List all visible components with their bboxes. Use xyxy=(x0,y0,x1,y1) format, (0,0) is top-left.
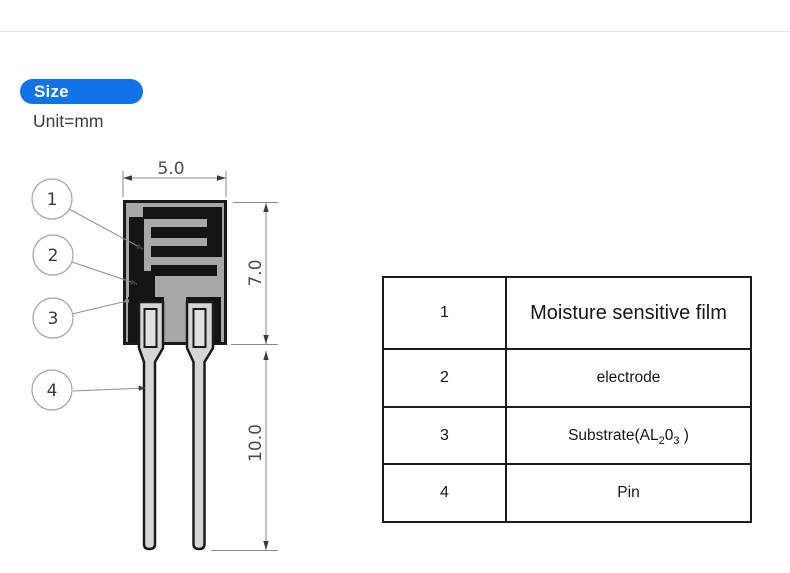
part-number-cell: 2 xyxy=(382,348,507,408)
pin-length-dimension-label: 10.0 xyxy=(246,424,266,462)
dimension-pin-length: 10.0 xyxy=(211,351,278,551)
callout-3: 3 xyxy=(32,297,74,339)
part-name-cell: Pin xyxy=(505,463,752,523)
table-row: 1 Moisture sensitive film xyxy=(382,275,752,351)
callout-3-number: 3 xyxy=(48,309,59,329)
part-number-cell: 4 xyxy=(382,463,507,523)
pin-left xyxy=(137,300,165,551)
callout-leaders xyxy=(68,208,146,392)
part-name-cell: electrode xyxy=(505,348,752,408)
callout-2-number: 2 xyxy=(48,246,59,266)
sensor-dimension-drawing: 5.0 7.0 10.0 1 xyxy=(31,159,278,551)
dimension-height: 7.0 xyxy=(231,202,278,345)
part-name-cell: Moisture sensitive film xyxy=(505,275,752,351)
callout-2: 2 xyxy=(32,234,74,276)
callout-4: 4 xyxy=(31,369,73,411)
parts-table: 1 Moisture sensitive film 2 electrode 3 … xyxy=(382,275,752,523)
part-number-cell: 1 xyxy=(382,275,507,351)
part-number-cell: 3 xyxy=(382,405,507,466)
callout-4-number: 4 xyxy=(47,381,58,401)
table-row: 2 electrode xyxy=(382,348,752,408)
sensor-body xyxy=(123,200,227,551)
width-dimension-label: 5.0 xyxy=(157,159,184,179)
size-badge: Size xyxy=(20,79,143,104)
unit-label: Unit=mm xyxy=(33,111,104,131)
callout-1: 1 xyxy=(31,178,73,220)
part-name-cell: Substrate(AL203 ) xyxy=(505,405,752,466)
height-dimension-label: 7.0 xyxy=(246,259,266,286)
table-row: 4 Pin xyxy=(382,463,752,523)
pin-right xyxy=(185,300,215,551)
dimension-width: 5.0 xyxy=(122,159,227,197)
top-divider xyxy=(0,31,790,32)
table-row: 3 Substrate(AL203 ) xyxy=(382,405,752,466)
callout-1-number: 1 xyxy=(47,190,58,210)
